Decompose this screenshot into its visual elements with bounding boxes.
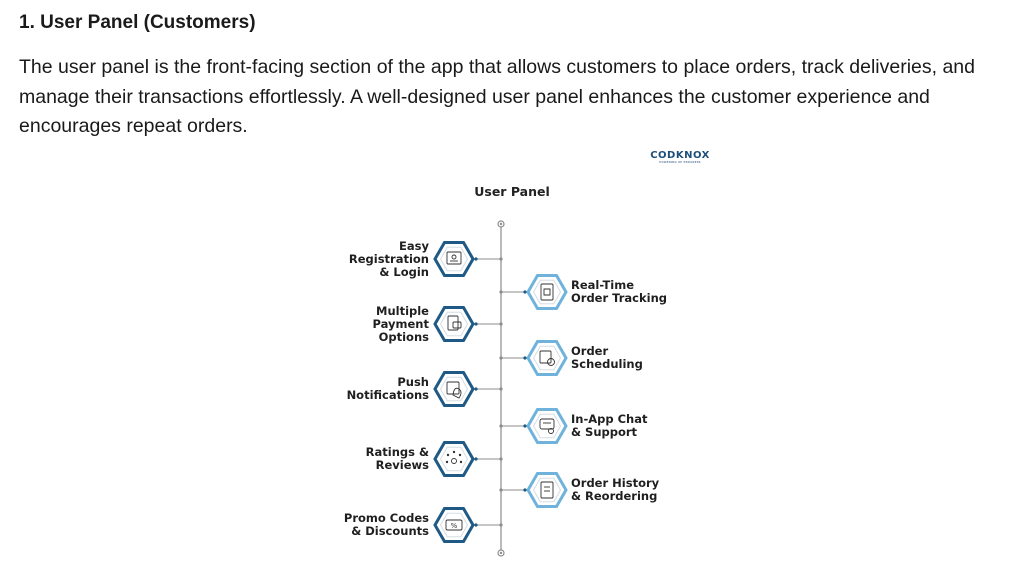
feature-label-line: & Discounts [351, 524, 429, 538]
feature-label-line: & Reordering [571, 489, 658, 503]
feature-label: In-App Chat& Support [571, 413, 711, 439]
feature-label-line: Order [571, 344, 609, 358]
feature-label: Promo Codes& Discounts [319, 512, 429, 538]
axis-dot [499, 488, 503, 492]
feature-label-line: Registration [348, 251, 429, 266]
notification-bell-icon [446, 381, 462, 399]
axis-dot [499, 424, 503, 428]
right-feature-node [499, 472, 568, 508]
connector-dot [474, 322, 478, 326]
feature-label-line: Promo Codes [343, 511, 429, 525]
feature-label-line: Easy [399, 238, 429, 253]
hex-inner [439, 446, 469, 472]
right-feature-node [499, 340, 568, 376]
hex-inner [532, 279, 562, 305]
axis-dot [499, 356, 503, 360]
order-history-icon [540, 481, 554, 499]
left-feature-node [433, 371, 503, 407]
connector-dot [523, 356, 527, 360]
feature-label-line: Order History [571, 476, 660, 490]
hex-inner [439, 311, 469, 337]
payment-card-icon [447, 315, 462, 331]
codknox-logo: CODKNOX POWERING UP PROGRESS [650, 151, 710, 165]
hex-inner [532, 477, 562, 503]
axis-dot [499, 322, 503, 326]
hex-inner [439, 512, 469, 538]
feature-label-line: Real-Time [571, 278, 635, 292]
feature-label-line: Payment [372, 316, 430, 331]
axis-dot [499, 257, 503, 261]
left-feature-node [433, 306, 503, 342]
calendar-clock-icon [539, 350, 555, 366]
axis-dot [499, 290, 503, 294]
discount-coupon-icon: % [445, 519, 463, 531]
axis-dot [499, 457, 503, 461]
logo-text: CODKNOX [650, 150, 710, 161]
feature-label-line: Options [378, 329, 429, 344]
feature-label-line: Push [397, 375, 429, 389]
connector-dot [474, 523, 478, 527]
left-feature-node [433, 441, 503, 477]
feature-label-line: Ratings & [365, 445, 429, 459]
connector-dot [523, 424, 527, 428]
axis-dot [499, 523, 503, 527]
diagram-title: User Panel [474, 184, 550, 199]
connector-dot [474, 387, 478, 391]
feature-label-line: & Login [379, 264, 429, 279]
feature-label: Ratings &Reviews [319, 446, 429, 472]
connector-dot [523, 290, 527, 294]
axis-dot [499, 387, 503, 391]
feature-label: Order History& Reordering [571, 477, 711, 503]
connector-dot [474, 257, 478, 261]
feature-label-line: Reviews [375, 458, 429, 472]
chat-support-icon [539, 418, 555, 434]
feature-label-line: In-App Chat [571, 412, 648, 426]
svg-text:%: % [451, 522, 458, 530]
right-feature-node [499, 274, 568, 310]
section-description: The user panel is the front-facing secti… [19, 56, 975, 137]
logo-tagline: POWERING UP PROGRESS [659, 161, 701, 164]
section-heading: 1. User Panel (Customers) [19, 12, 256, 33]
tracking-map-icon [540, 283, 554, 301]
right-feature-node [499, 408, 568, 444]
connector-dot [474, 457, 478, 461]
feature-label-line: Multiple [376, 303, 429, 318]
left-feature-node [433, 241, 503, 277]
rating-stars-icon [445, 450, 463, 464]
feature-label-line: Scheduling [571, 357, 643, 371]
left-feature-node: % [433, 507, 503, 543]
feature-label-line: Notifications [346, 388, 429, 402]
login-form-icon [446, 251, 462, 265]
feature-label-line: Order Tracking [571, 291, 667, 305]
connector-dot [523, 488, 527, 492]
feature-label-line: & Support [571, 425, 638, 439]
